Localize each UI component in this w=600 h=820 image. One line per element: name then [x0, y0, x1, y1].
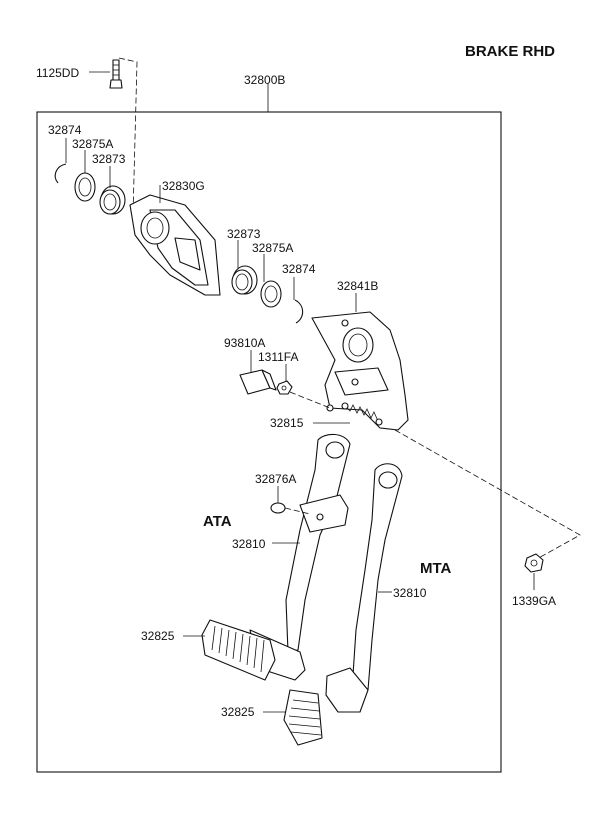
label-1311FA: 1311FA	[258, 350, 298, 364]
bolt-1125DD	[109, 59, 123, 89]
label-32810-mta: 32810	[393, 586, 427, 600]
switch-93810A	[239, 369, 277, 395]
label-32874-left: 32874	[48, 123, 82, 137]
label-1125DD: 1125DD	[36, 66, 79, 80]
clip-32874-right	[294, 299, 304, 324]
dash-bolt-path	[118, 57, 138, 216]
label-32841B: 32841B	[337, 279, 378, 293]
label-32800B: 32800B	[244, 73, 285, 87]
label-93810A: 93810A	[224, 336, 265, 350]
diagram-title: BRAKE RHD	[465, 43, 555, 60]
nut-1339GA	[524, 553, 544, 573]
pedal-arm-32810-mta	[351, 463, 403, 691]
label-32810-ata: 32810	[232, 537, 266, 551]
washer-32875A-right	[260, 280, 282, 308]
pedal-plate-mta	[325, 667, 369, 713]
variant-label-mta: MTA	[420, 560, 452, 577]
bracket-32841B	[311, 311, 409, 431]
dash-mount-path	[394, 429, 581, 561]
pedal-pad-32825-ata	[201, 619, 276, 681]
label-32825-ata: 32825	[141, 629, 175, 643]
label-32875A-left: 32875A	[72, 137, 113, 151]
nut-1311FA	[276, 380, 293, 395]
assembly-frame	[36, 111, 502, 773]
label-32874-right: 32874	[282, 262, 316, 276]
pedal-arm-32810-ata	[285, 433, 351, 653]
label-32876A: 32876A	[255, 472, 296, 486]
washer-32875A-left	[74, 172, 96, 202]
spring-32815	[341, 402, 383, 426]
variant-label-ata: ATA	[203, 513, 232, 530]
label-32873-right: 32873	[227, 227, 261, 241]
bracket-32830G	[129, 194, 221, 296]
label-32875A-right: 32875A	[252, 241, 293, 255]
label-32830G: 32830G	[162, 179, 205, 193]
bushing-32873-left	[99, 185, 126, 215]
pedal-pad-32825-mta	[283, 689, 323, 746]
label-32873-left: 32873	[92, 152, 126, 166]
dash-nut-path	[289, 391, 331, 409]
bushing-32873-right	[231, 265, 258, 295]
label-1339GA: 1339GA	[512, 594, 556, 608]
label-32815: 32815	[270, 416, 304, 430]
clip-32874-left	[54, 163, 67, 184]
label-32825-mta: 32825	[221, 705, 255, 719]
pad-32876A	[270, 502, 286, 514]
